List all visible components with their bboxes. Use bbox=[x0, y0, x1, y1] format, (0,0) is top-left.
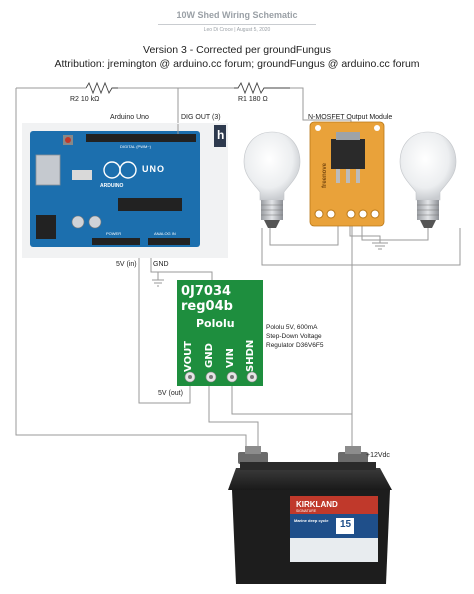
wire-bulb-right bbox=[361, 226, 429, 241]
wires bbox=[15, 87, 461, 457]
version-text: Version 3 - Corrected per groundFungus bbox=[143, 44, 331, 56]
wire-mosfet-gnd bbox=[349, 226, 381, 243]
battery-brand-sub: SIGNATURE bbox=[296, 509, 317, 513]
vin-5v-label: 5V (in) bbox=[116, 261, 137, 268]
arduino-logo-text: ARDUINO bbox=[100, 183, 124, 189]
wire-reg-vin bbox=[231, 384, 352, 415]
author-date-separator: | bbox=[234, 27, 236, 33]
battery-brand: KIRKLAND bbox=[296, 500, 338, 509]
regulator-desc-line3: Regulator D36V6F5 bbox=[266, 342, 324, 349]
regulator-brand: Pololu bbox=[196, 317, 235, 330]
mosfet-brand: freenove bbox=[322, 162, 328, 188]
mosfet-module bbox=[309, 121, 385, 227]
resistor-r2 bbox=[85, 81, 118, 95]
wire-bulb-left bbox=[269, 226, 339, 246]
arduino-label: Arduino Uno bbox=[110, 114, 149, 121]
wire-5v-in bbox=[138, 258, 191, 404]
r2-label: R2 10 kΩ bbox=[70, 96, 100, 103]
vout-5v-label: 5V (out) bbox=[158, 390, 183, 397]
regulator-desc-line1: Pololu 5V, 600mA bbox=[266, 324, 318, 331]
pin-vin-label: VIN bbox=[225, 348, 236, 368]
date-text: August 5, 2020 bbox=[236, 27, 271, 33]
author-name: Leo Di Croce bbox=[203, 27, 233, 33]
wire-bulb-left-down bbox=[261, 228, 461, 266]
pin-shdn-label: SHDN bbox=[245, 339, 256, 372]
arduino-uno-board bbox=[22, 123, 228, 258]
wire-arduino-gnd bbox=[150, 258, 213, 280]
wire-r2-left bbox=[15, 88, 247, 452]
regulator-desc-line2: Step-Down Voltage bbox=[266, 333, 322, 340]
battery-voltage-label: +12Vdc bbox=[366, 452, 390, 459]
arduino-gnd-label: GND bbox=[153, 261, 169, 268]
regulator-revision: reg04b bbox=[181, 299, 233, 314]
pin-gnd-label: GND bbox=[204, 343, 215, 368]
attribution-text: Attribution: jremington @ arduino.cc for… bbox=[54, 58, 420, 70]
wire-reg-gnd bbox=[208, 384, 259, 452]
battery-number: 15 bbox=[340, 519, 352, 530]
arduino-model-text: UNO bbox=[142, 164, 165, 174]
pin-vout-label: VOUT bbox=[183, 340, 194, 372]
arduino-digital-text: DIGITAL (PWM~) bbox=[120, 144, 151, 149]
pololu-regulator bbox=[177, 280, 263, 386]
battery bbox=[228, 446, 392, 584]
regulator-part-number: 0J7034 bbox=[181, 284, 232, 299]
battery-type: Marine deep cycle bbox=[294, 518, 329, 523]
arduino-analog-text: ANALOG IN bbox=[154, 231, 176, 236]
mosfet-label: N-MOSFET Output Module bbox=[308, 114, 393, 121]
page-title: 10W Shed Wiring Schematic bbox=[176, 10, 298, 20]
r1-label: R1 180 Ω bbox=[238, 96, 268, 103]
h-logo bbox=[214, 125, 226, 147]
light-bulb-right bbox=[399, 131, 457, 228]
light-bulb-left bbox=[243, 131, 301, 228]
dig-out-label: DIG OUT (3) bbox=[181, 114, 221, 121]
arduino-power-text: POWER bbox=[106, 231, 122, 236]
h-logo-letter: h bbox=[217, 128, 225, 142]
resistor-r1 bbox=[234, 81, 290, 95]
title-divider bbox=[158, 24, 316, 25]
author-date: Leo Di Croce | August 5, 2020 bbox=[0, 27, 474, 33]
